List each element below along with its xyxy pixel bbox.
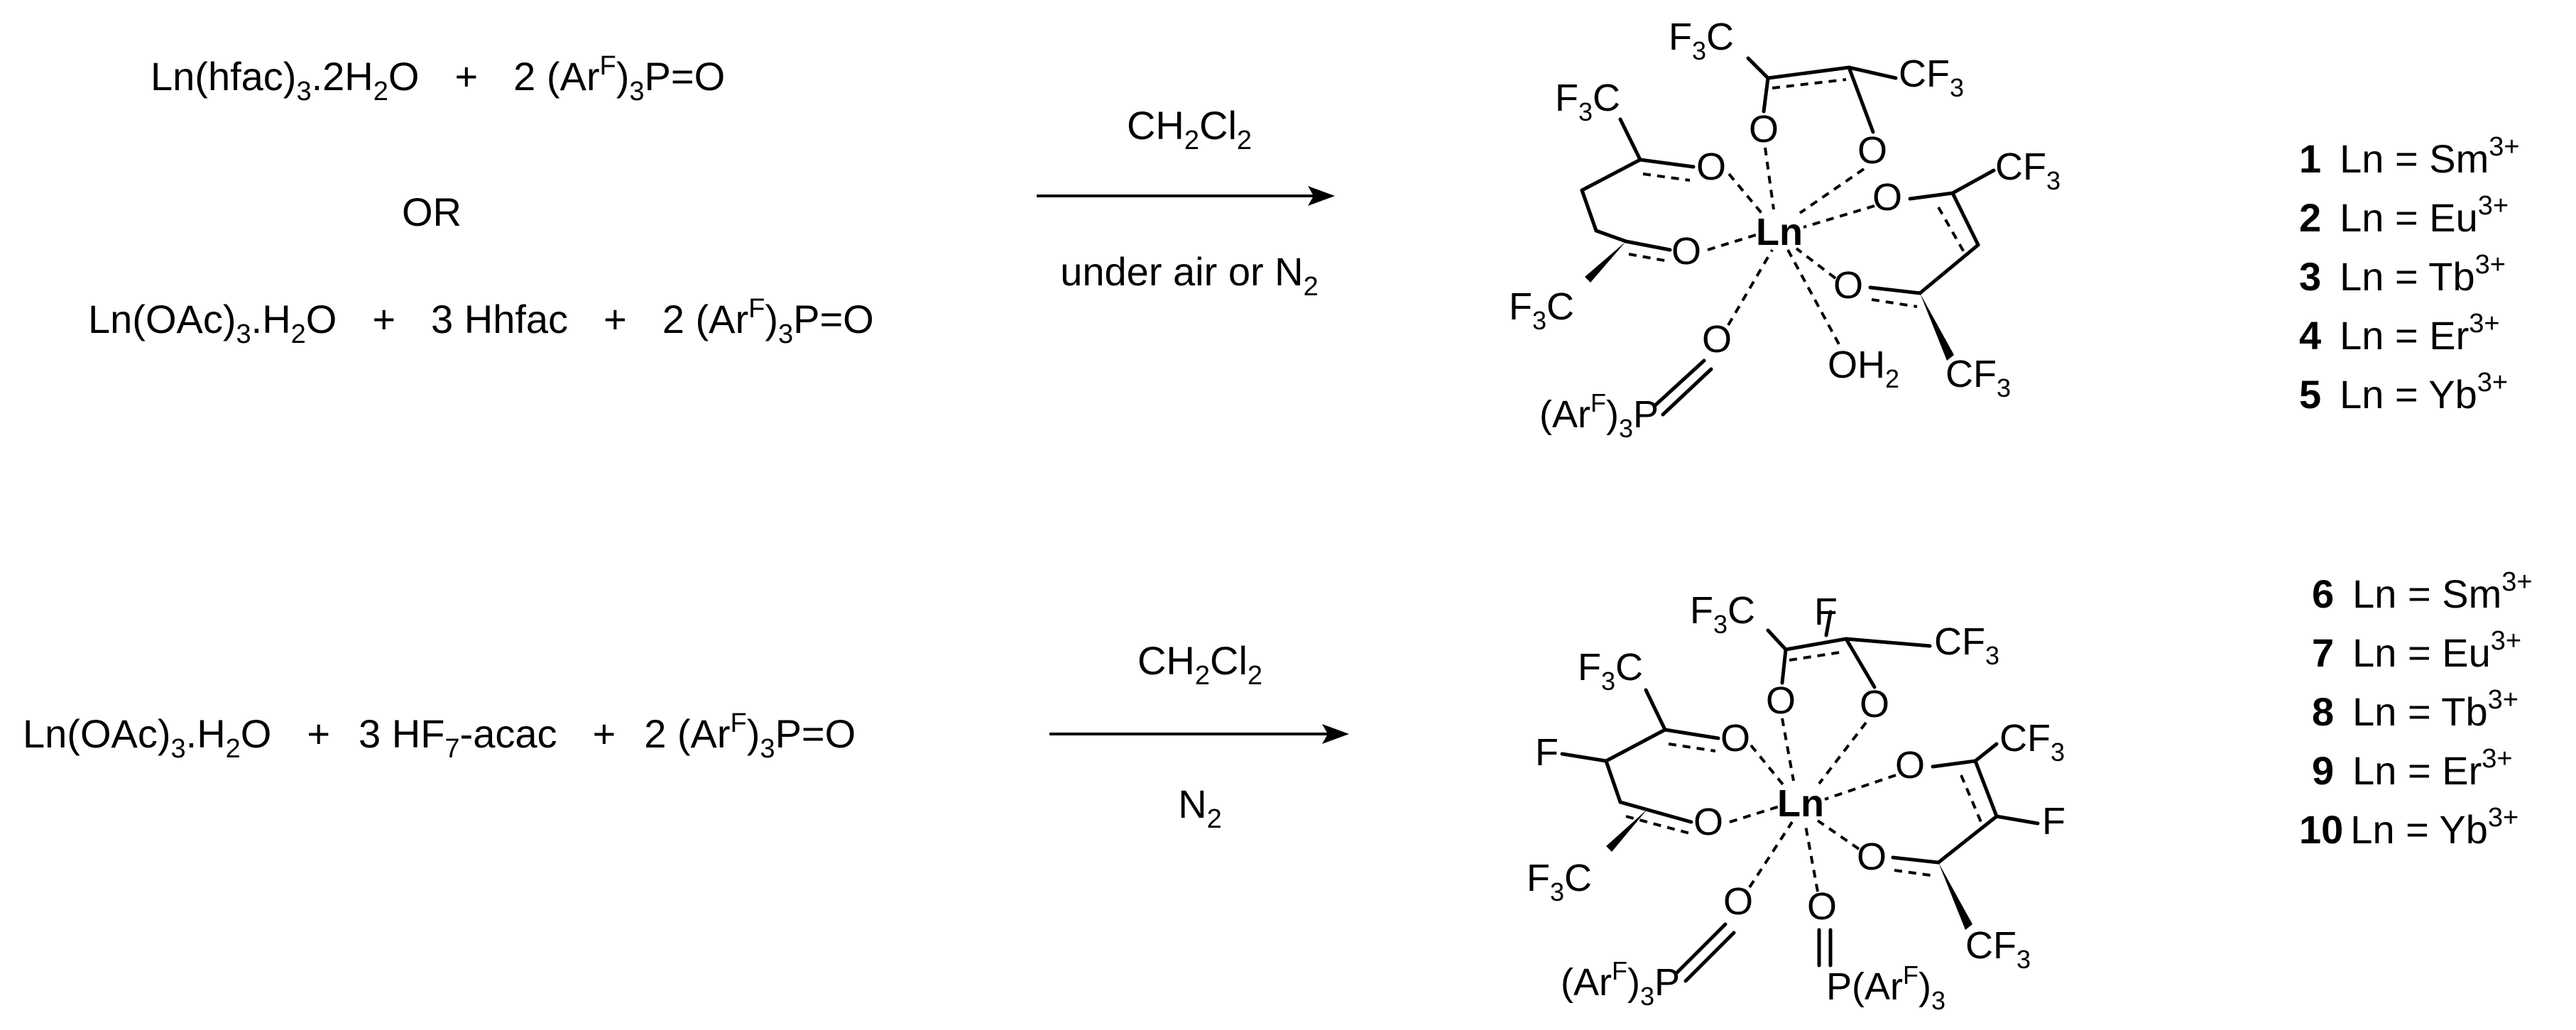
oxygen-atom: O [1702, 318, 1732, 361]
fluorine-atom: F [1814, 591, 1838, 633]
cf3-group: CF3 [1999, 717, 2065, 767]
oxygen-atom: O [1720, 717, 1750, 760]
cf3-group: F3C [1578, 646, 1643, 696]
or-label: OR [402, 190, 462, 234]
oxygen-atom: O [1860, 683, 1889, 725]
oxygen-atom: O [1723, 880, 1753, 923]
cf3-group: F3C [1669, 16, 1734, 65]
oxygen-atom: O [1872, 176, 1902, 219]
metal-center-2: Ln [1777, 782, 1824, 825]
reactant-ln-acetate-route-2: Ln(OAc)3.H2O+3 HF7-acac+2 (ArF)3P=O [23, 708, 856, 764]
water-ligand: OH2 [1828, 344, 1899, 393]
cf3-group: F3C [1509, 285, 1574, 335]
oxygen-atom: O [1749, 108, 1779, 150]
arrow-head-2 [1322, 724, 1349, 744]
oxygen-atom: O [1857, 835, 1887, 878]
cf3-group: F3C [1555, 77, 1620, 126]
cf3-group: CF3 [1995, 146, 2061, 195]
phosphine-oxide-ligand: P(ArF)3 [1826, 960, 1945, 1015]
phosphine-oxide-ligand: (ArF)3P [1561, 956, 1680, 1011]
product-complex-2: Ln O O O O O O O O F3C F3C CF3 CF3 CF3 F… [1527, 589, 2065, 1015]
cf3-group: F3C [1527, 857, 1592, 906]
metal-center-1: Ln [1756, 211, 1803, 253]
solvent-label-1: CH2Cl2 [1127, 103, 1252, 155]
reactant-ln-acetate-route-1: Ln(OAc)3.H2O+3 Hhfac+2 (ArF)3P=O [88, 294, 874, 349]
cf3-group: CF3 [1899, 53, 1964, 102]
condition-label-1: under air or N2 [1060, 249, 1319, 302]
product-complex-1: Ln O O O O O O O F3C F3C CF3 CF3 CF3 F3C… [1509, 16, 2061, 443]
phosphine-oxide-ligand: (ArF)3P [1539, 388, 1659, 443]
fluorine-atom: F [2042, 800, 2065, 843]
cf3-group: CF3 [1945, 353, 2011, 402]
oxygen-atom: O [1833, 264, 1863, 307]
fluorine-atom: F [1535, 731, 1559, 774]
solvent-label-2: CH2Cl2 [1137, 638, 1262, 691]
cf3-group: F3C [1690, 589, 1755, 639]
condition-label-2: N2 [1178, 782, 1222, 834]
oxygen-atom: O [1693, 801, 1723, 843]
reactant-ln-hfac-hydrate: Ln(hfac)3.2H2O+2 (ArF)3P=O [151, 51, 725, 106]
oxygen-atom: O [1766, 679, 1796, 722]
oxygen-atom: O [1696, 146, 1726, 188]
cf3-group: CF3 [1965, 924, 2031, 974]
oxygen-atom: O [1807, 885, 1837, 928]
oxygen-atom: O [1895, 744, 1925, 787]
arrow-head-1 [1308, 186, 1335, 206]
cf3-group: CF3 [1934, 620, 1999, 670]
oxygen-atom: O [1671, 230, 1701, 273]
oxygen-atom: O [1857, 129, 1887, 172]
